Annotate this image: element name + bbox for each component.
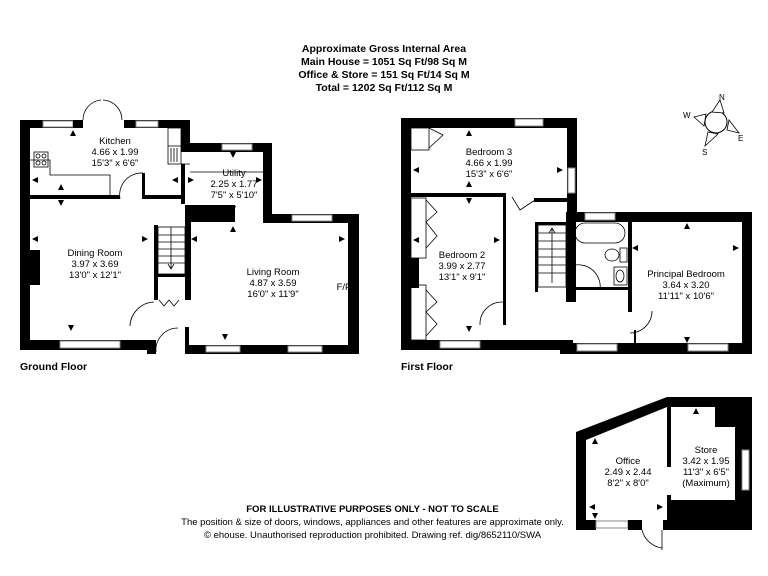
room-kitchen-metric: 4.66 x 1.99: [91, 147, 138, 158]
area-office-store: Office & Store = 151 Sq Ft/14 Sq M: [298, 69, 470, 81]
outbuilding-plan: Office 2.49 x 2.44 8'2" x 8'0" Store 3.4…: [576, 397, 752, 550]
room-living-name: Living Room: [247, 267, 300, 278]
compass-east: E: [738, 134, 743, 143]
area-main-house: Main House = 1051 Sq Ft/98 Sq M: [300, 56, 467, 68]
compass-north: N: [719, 93, 725, 102]
area-title: Approximate Gross Internal Area: [301, 43, 467, 55]
room-utility-metric: 2.25 x 1.77: [210, 179, 257, 190]
disclaimer-footer: FOR ILLUSTRATIVE PURPOSES ONLY - NOT TO …: [150, 503, 595, 542]
room-bedroom3-name: Bedroom 3: [466, 147, 512, 158]
area-total: Total = 1202 Sq Ft/112 Sq M: [315, 82, 453, 94]
room-kitchen-name: Kitchen: [99, 136, 131, 147]
compass-west: W: [683, 111, 691, 120]
room-bedroom2-name: Bedroom 2: [439, 250, 485, 261]
ground-floor-plan: Kitchen 4.66 x 1.99 15'3" x 6'6" Utility…: [20, 99, 359, 373]
room-principal-metric: 3.64 x 3.20: [662, 280, 709, 291]
room-bedroom2-metric: 3.99 x 2.77: [438, 261, 485, 272]
compass-south: S: [702, 148, 707, 157]
room-bedroom3-metric: 4.66 x 1.99: [465, 158, 512, 169]
room-principal-imperial: 11'11" x 10'6": [658, 291, 714, 302]
room-store-note: (Maximum): [682, 478, 730, 489]
disclaimer-title: FOR ILLUSTRATIVE PURPOSES ONLY - NOT TO …: [246, 504, 499, 515]
room-kitchen-imperial: 15'3" x 6'6": [92, 158, 139, 169]
room-principal-name: Principal Bedroom: [647, 269, 725, 280]
room-dining-name: Dining Room: [68, 248, 123, 259]
room-office-imperial: 8'2" x 8'0": [607, 478, 649, 489]
first-floor-plan: Bedroom 3 4.66 x 1.99 15'3" x 6'6" Bedro…: [401, 118, 752, 373]
room-dining-imperial: 13'0" x 12'1": [69, 270, 121, 281]
area-summary: Approximate Gross Internal Area Main Hou…: [0, 43, 768, 95]
compass-icon: N E S W: [683, 93, 743, 157]
room-store-name: Store: [695, 445, 718, 456]
room-utility-name: Utility: [222, 168, 245, 179]
room-office-name: Office: [616, 456, 641, 467]
room-dining-metric: 3.97 x 3.69: [71, 259, 118, 270]
copyright-note: © ehouse. Unauthorised reproduction proh…: [203, 530, 542, 541]
room-store-imperial: 11'3" x 6'5": [683, 467, 729, 478]
room-living-imperial: 16'0" x 11'9": [247, 289, 298, 300]
room-office-metric: 2.49 x 2.44: [604, 467, 651, 478]
room-store-metric: 3.42 x 1.95: [682, 456, 729, 467]
room-living-metric: 4.87 x 3.59: [249, 278, 296, 289]
room-utility-imperial: 7'5" x 5'10": [211, 190, 258, 201]
fireplace-label: F/P: [337, 282, 352, 293]
first-floor-label: First Floor: [401, 361, 453, 373]
room-bedroom2-imperial: 13'1" x 9'1": [439, 272, 486, 283]
ground-floor-label: Ground Floor: [20, 361, 87, 373]
room-bedroom3-imperial: 15'3" x 6'6": [466, 169, 513, 180]
disclaimer-note: The position & size of doors, windows, a…: [181, 517, 564, 528]
